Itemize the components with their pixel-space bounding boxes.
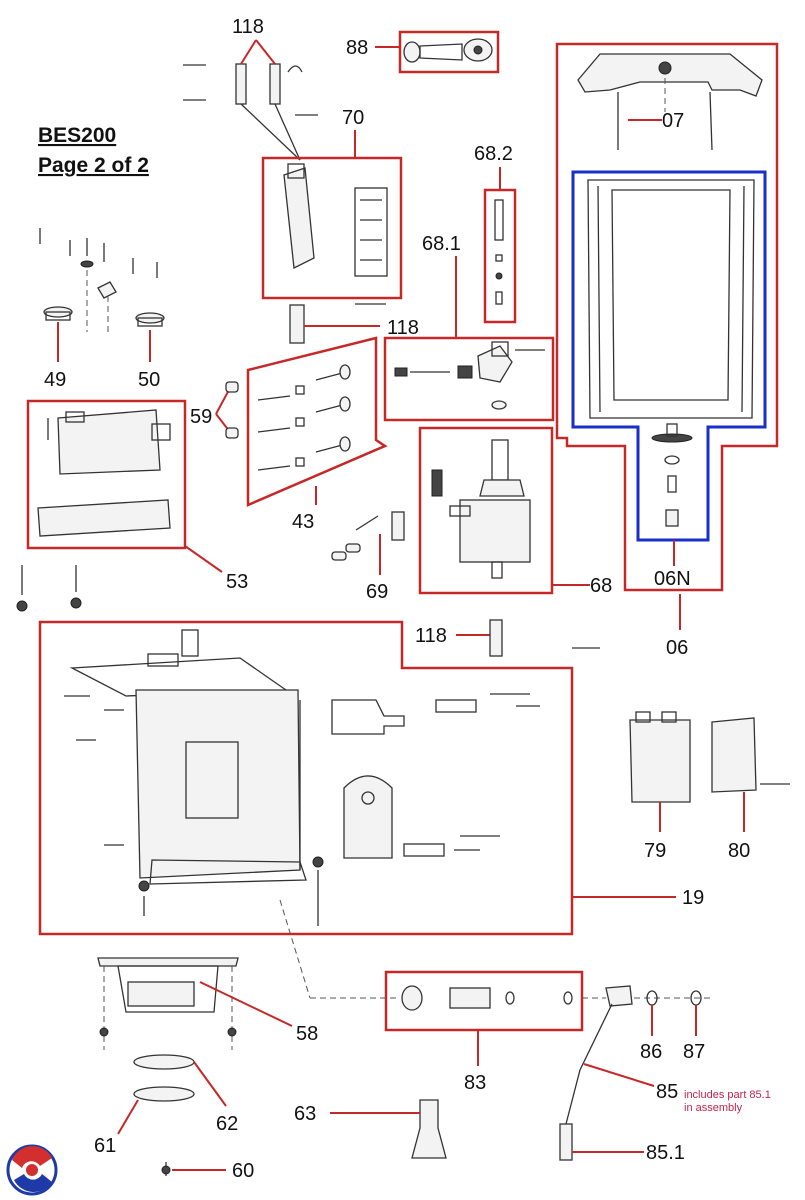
part-70 (283, 163, 388, 277)
label-80: 80 (728, 840, 750, 862)
part-69 (331, 511, 405, 561)
parts-49-50-screws (39, 228, 165, 332)
group-box-70 (261, 156, 403, 300)
label-06: 06 (666, 637, 688, 659)
part-59b (225, 427, 239, 439)
label-50: 50 (138, 369, 160, 391)
label-43: 43 (292, 511, 314, 533)
label-69: 69 (366, 581, 388, 603)
label-53: 53 (226, 571, 248, 593)
part-85-wand (559, 985, 712, 1161)
part-53 (37, 409, 171, 537)
note-85-line2: in assembly (684, 1102, 743, 1114)
label-68-2: 68.2 (474, 143, 513, 165)
label-118-right: 118 (415, 625, 447, 647)
label-118-middle: 118 (387, 317, 419, 339)
group-box-53 (26, 399, 187, 550)
part-58-tray (97, 957, 239, 1050)
label-19: 19 (682, 887, 704, 909)
label-49: 49 (44, 369, 66, 391)
part-88 (403, 38, 493, 63)
brand-logo-icon (6, 1144, 58, 1196)
group-box-83 (384, 970, 584, 1032)
label-87: 87 (683, 1041, 705, 1063)
label-70: 70 (342, 107, 364, 129)
group-box-68-1 (383, 336, 555, 422)
label-59: 59 (190, 406, 212, 428)
part-43 (257, 364, 351, 471)
part-79 (629, 711, 691, 803)
page-indicator: Page 2 of 2 (38, 154, 149, 177)
part-68-2 (494, 199, 504, 305)
part-19-chassis (64, 629, 540, 926)
group-box-19 (38, 620, 574, 936)
label-85-1: 85.1 (646, 1142, 685, 1164)
label-86: 86 (640, 1041, 662, 1063)
part-118-tubes (183, 39, 318, 161)
part-68-pump (431, 439, 531, 579)
group-box-06n (571, 170, 767, 542)
part-68-1 (394, 341, 545, 410)
label-62: 62 (216, 1113, 238, 1135)
label-58: 58 (296, 1023, 318, 1045)
label-68-1: 68.1 (422, 233, 461, 255)
loose-screws (16, 565, 82, 612)
group-box-43 (246, 336, 388, 507)
part-06n-tank (587, 179, 755, 527)
label-79: 79 (644, 840, 666, 862)
label-63: 63 (294, 1103, 316, 1125)
part-63-tip (411, 1099, 447, 1159)
label-118-top: 118 (232, 16, 264, 38)
label-68: 68 (590, 575, 612, 597)
model-title: BES200 (38, 124, 116, 147)
part-07-lid (577, 53, 763, 151)
part-61-seal (133, 1086, 195, 1102)
part-83 (279, 899, 606, 1011)
part-118-right (489, 619, 503, 657)
label-83: 83 (464, 1072, 486, 1094)
note-85-line1: includes part 85.1 (684, 1089, 771, 1101)
label-06n: 06N (654, 568, 691, 590)
group-box-68-2 (483, 188, 517, 324)
part-118-middle (289, 304, 305, 344)
group-box-68 (418, 426, 554, 595)
group-box-88 (398, 30, 500, 74)
part-62-seal (133, 1054, 195, 1070)
label-07: 07 (662, 110, 684, 132)
label-60: 60 (232, 1160, 254, 1182)
label-61: 61 (94, 1135, 116, 1157)
label-85: 85 (656, 1081, 678, 1103)
label-88: 88 (346, 37, 368, 59)
part-59a (225, 381, 239, 393)
group-box-06 (555, 42, 779, 592)
part-80 (711, 717, 790, 793)
